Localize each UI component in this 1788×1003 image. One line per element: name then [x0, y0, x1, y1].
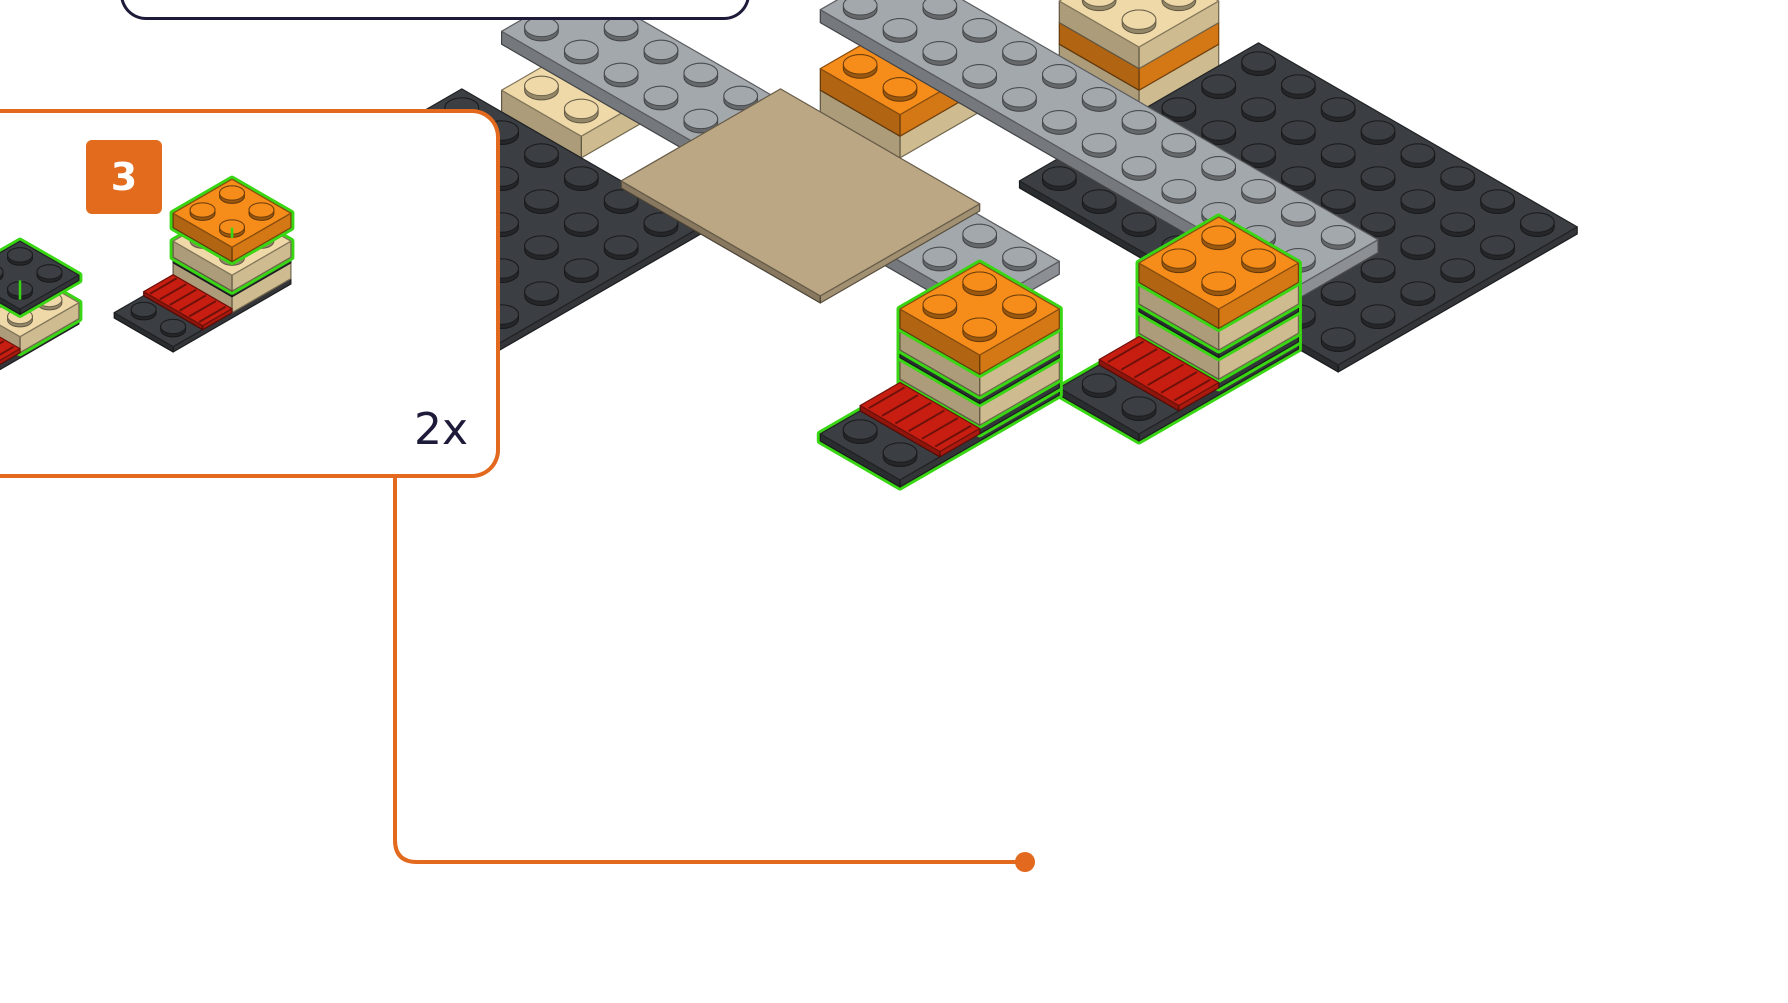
stud-top — [1361, 121, 1395, 140]
stud-top — [1162, 134, 1196, 153]
stud-top — [1122, 213, 1156, 232]
stud-top — [1361, 167, 1395, 186]
stud-top — [1282, 121, 1316, 140]
stud-top — [923, 295, 957, 314]
stud-top — [1122, 111, 1156, 130]
stud-top — [1003, 88, 1037, 107]
stud-top — [1202, 272, 1236, 291]
stud-top — [923, 247, 957, 266]
stud-top — [1441, 213, 1475, 232]
stud-top — [1401, 236, 1435, 255]
stud-top — [1321, 190, 1355, 209]
stud-top — [1401, 282, 1435, 301]
stud-top — [564, 167, 598, 186]
stud-top — [1162, 98, 1196, 117]
stud-top — [963, 224, 997, 243]
stud-top — [644, 40, 678, 59]
stud-top — [923, 42, 957, 61]
stud-top — [724, 86, 758, 105]
stud-top — [963, 19, 997, 38]
stud-top — [843, 55, 877, 74]
stud-top — [1043, 167, 1077, 186]
stud-top — [684, 109, 718, 128]
previous-step-box — [120, 0, 750, 20]
stud-top — [525, 190, 559, 209]
stud-top — [1202, 75, 1236, 94]
stud-top — [604, 63, 638, 82]
stud-top — [883, 78, 917, 97]
step-number-badge: 3 — [86, 140, 162, 214]
stud-top — [564, 259, 598, 278]
stud-top — [564, 213, 598, 232]
stud-top — [1122, 10, 1156, 29]
stud-top — [1242, 180, 1276, 199]
stud-top — [1043, 65, 1077, 84]
stud-top — [1082, 134, 1116, 153]
stud-top — [525, 144, 559, 163]
stud-top — [1003, 295, 1037, 314]
stud-top — [1361, 213, 1395, 232]
stud-top — [1122, 157, 1156, 176]
stud-top — [1082, 374, 1116, 393]
stud-top — [1441, 167, 1475, 186]
stud-top — [564, 99, 598, 118]
stud-top — [1242, 249, 1276, 268]
stud-top — [1242, 144, 1276, 163]
stud-top — [525, 76, 559, 95]
stud-top — [1202, 226, 1236, 245]
stud-top — [1082, 190, 1116, 209]
stud-top — [1242, 98, 1276, 117]
stud-top — [525, 17, 559, 36]
stud-top — [1321, 144, 1355, 163]
stud-top — [1202, 157, 1236, 176]
stud-top — [1162, 249, 1196, 268]
stud-top — [1162, 180, 1196, 199]
stud-top — [1003, 247, 1037, 266]
stud-top — [564, 40, 598, 59]
quantity-label: 2x — [414, 404, 468, 455]
stud-top — [1481, 190, 1515, 209]
stud-top — [604, 236, 638, 255]
stud-top — [1282, 75, 1316, 94]
stud-top — [1202, 121, 1236, 140]
stud-top — [1043, 111, 1077, 130]
stud-top — [1321, 98, 1355, 117]
stud-top — [1521, 213, 1555, 232]
stud-top — [883, 19, 917, 38]
stud-top — [1321, 226, 1355, 245]
stud-top — [843, 420, 877, 439]
stud-top — [684, 63, 718, 82]
stud-top — [1282, 167, 1316, 186]
stud-top — [963, 272, 997, 291]
stud-top — [923, 0, 957, 15]
stud-top — [1481, 236, 1515, 255]
stud-top — [1003, 42, 1037, 61]
stud-top — [1242, 52, 1276, 71]
stud-top — [1361, 259, 1395, 278]
stud-top — [1282, 203, 1316, 222]
stud-top — [1401, 144, 1435, 163]
stud-top — [1401, 190, 1435, 209]
stud-top — [1321, 328, 1355, 347]
stud-top — [525, 282, 559, 301]
stud-top — [883, 443, 917, 462]
stud-top — [1122, 397, 1156, 416]
stud-top — [843, 0, 877, 15]
stud-top — [644, 86, 678, 105]
stud-top — [604, 17, 638, 36]
stud-top — [1361, 305, 1395, 324]
stud-top — [1082, 88, 1116, 107]
stud-top — [1321, 282, 1355, 301]
stud-top — [525, 236, 559, 255]
stud-top — [1441, 259, 1475, 278]
stud-top — [963, 318, 997, 337]
stud-top — [963, 65, 997, 84]
